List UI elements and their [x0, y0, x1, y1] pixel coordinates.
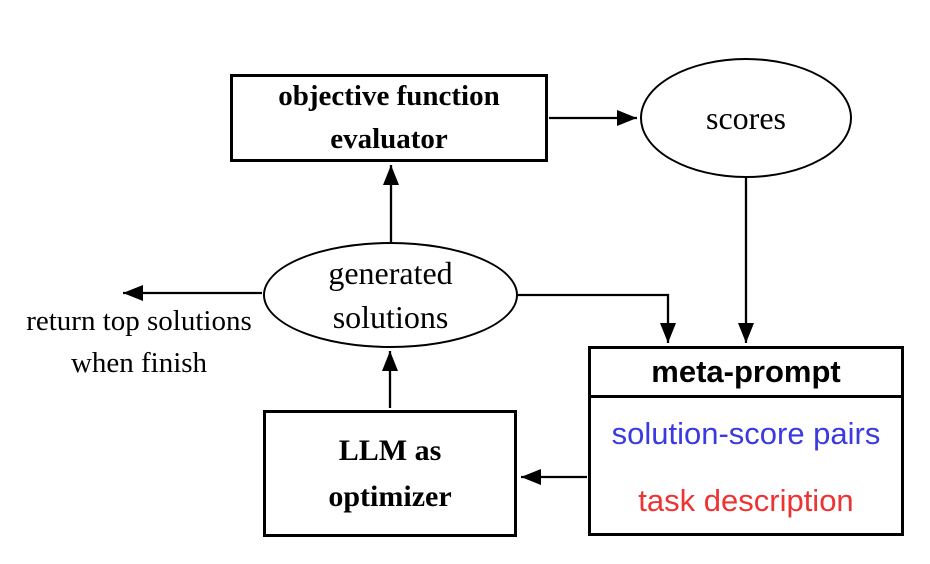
generated-solutions-label: generated solutions: [328, 255, 453, 335]
objective-function-evaluator-box: objective function evaluator: [230, 74, 548, 162]
llm-as-optimizer-box: LLM as optimizer: [263, 410, 517, 537]
task-description-label: task description: [638, 483, 854, 518]
scores-ellipse: scores: [640, 58, 852, 178]
meta-prompt-box: meta-prompt solution-score pairs task de…: [588, 346, 904, 536]
objective-function-evaluator-label: objective function evaluator: [278, 80, 500, 155]
meta-prompt-header: meta-prompt: [591, 349, 901, 398]
llm-as-optimizer-label: LLM as optimizer: [328, 433, 452, 513]
scores-label: scores: [706, 100, 786, 136]
return-top-solutions-label: return top solutions when finish: [26, 305, 252, 379]
generated-solutions-ellipse: generated solutions: [263, 242, 518, 348]
meta-prompt-title: meta-prompt: [651, 354, 841, 389]
arrow-generated-to-meta-prompt: [517, 293, 676, 343]
solution-score-pairs-label: solution-score pairs: [611, 416, 881, 451]
meta-prompt-body: solution-score pairs task description: [591, 398, 901, 533]
